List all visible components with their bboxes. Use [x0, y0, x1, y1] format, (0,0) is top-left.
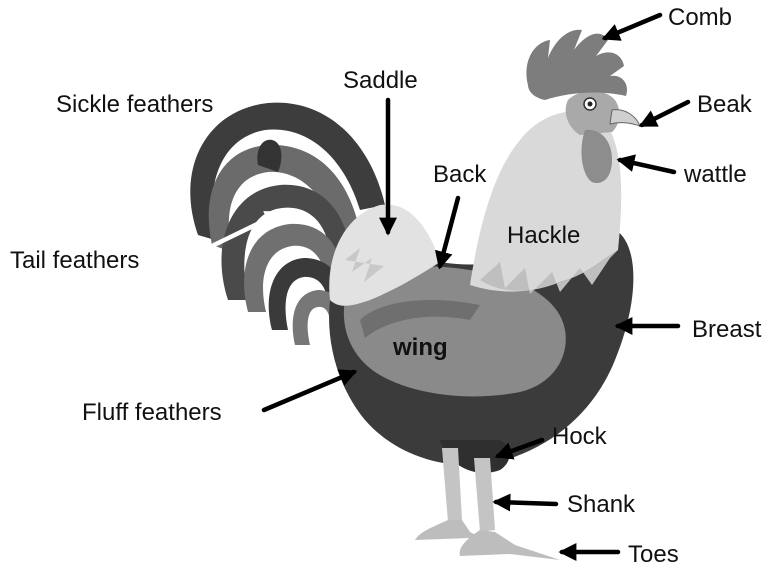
label-breast: Breast: [692, 316, 762, 343]
label-toes: Toes: [628, 541, 679, 568]
label-wing: wing: [392, 334, 448, 361]
label-wattle: wattle: [683, 161, 747, 188]
rooster-illustration: [190, 30, 640, 560]
beak-shape: [610, 110, 640, 126]
wattle-arrow: [620, 160, 674, 172]
beak-arrow: [642, 102, 688, 125]
label-sickle-feathers: Sickle feathers: [56, 91, 213, 118]
label-hock: Hock: [552, 423, 608, 450]
shank-arrow: [496, 502, 556, 504]
comb-arrow: [605, 15, 660, 38]
comb-shape: [527, 30, 628, 100]
label-shank: Shank: [567, 491, 636, 518]
fluff-feathers-arrow: [264, 372, 354, 410]
label-hackle: Hackle: [507, 222, 580, 249]
label-saddle: Saddle: [343, 67, 418, 94]
back-arrow: [440, 198, 458, 266]
label-comb: Comb: [668, 4, 732, 31]
label-tail-feathers: Tail feathers: [10, 247, 139, 274]
label-beak: Beak: [697, 91, 753, 118]
label-fluff-feathers: Fluff feathers: [82, 399, 222, 426]
label-back: Back: [433, 161, 487, 188]
